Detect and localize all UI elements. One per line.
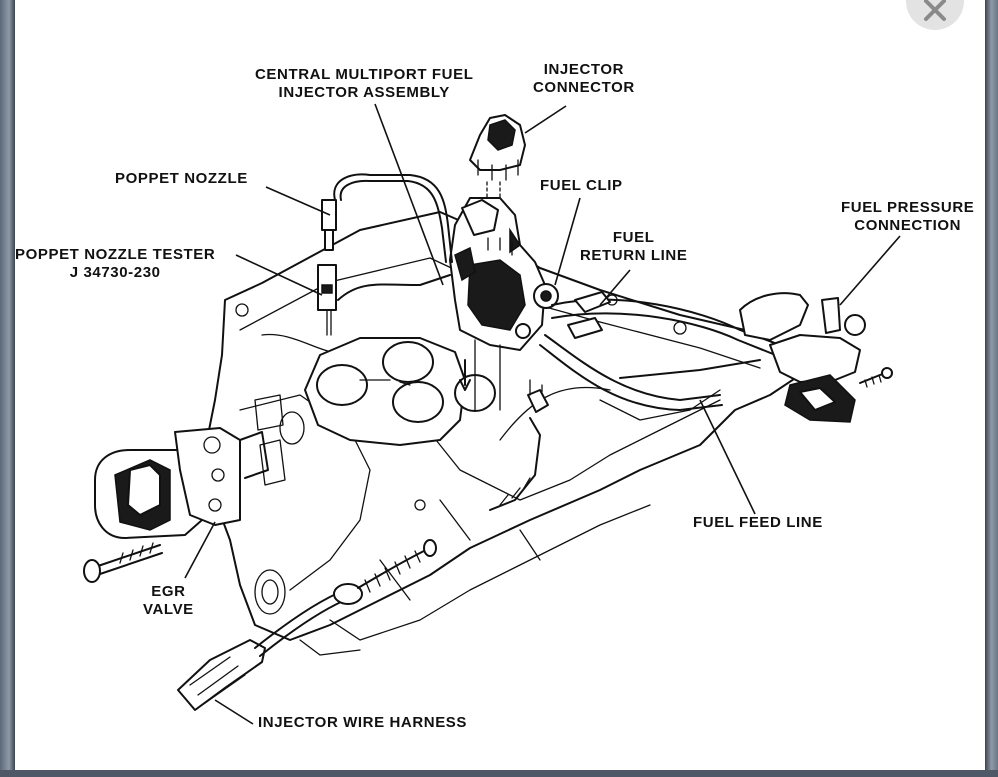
label-injector-connector: INJECTOR CONNECTOR: [533, 61, 635, 97]
egr-bolt: [83, 542, 163, 583]
label-fuel-return-line-2: RETURN LINE: [580, 247, 688, 264]
label-fuel-feed-line: FUEL FEED LINE: [693, 514, 823, 532]
label-poppet-tester-line-2: J 34730-230: [69, 264, 161, 281]
leader-lines: [184, 103, 901, 725]
label-central-line-2: INJECTOR ASSEMBLY: [278, 84, 450, 101]
label-poppet-nozzle: POPPET NOZZLE: [115, 170, 248, 188]
window-frame-left: [0, 0, 15, 777]
center-harness: [489, 379, 549, 511]
label-poppet-tester-line-1: POPPET NOZZLE TESTER: [15, 246, 216, 263]
label-fuel-pressure-line-2: CONNECTION: [854, 217, 962, 234]
label-poppet-nozzle-text: POPPET NOZZLE: [115, 170, 248, 187]
intake-manifold: [204, 211, 801, 656]
label-injector-connector-line-2: CONNECTOR: [533, 79, 635, 96]
window-frame-right: [985, 0, 998, 777]
label-fuel-clip-text: FUEL CLIP: [540, 177, 623, 194]
label-egr-valve: EGR VALVE: [143, 583, 194, 619]
central-injector-assembly: [449, 197, 559, 411]
label-central-injector-assembly: CENTRAL MULTIPORT FUEL INJECTOR ASSEMBLY: [255, 66, 473, 102]
label-egr-line-1: EGR: [151, 583, 186, 600]
label-central-line-1: CENTRAL MULTIPORT FUEL: [255, 66, 474, 83]
label-fuel-pressure-line-1: FUEL PRESSURE: [841, 199, 975, 216]
diagram-canvas: CENTRAL MULTIPORT FUEL INJECTOR ASSEMBLY…: [15, 0, 985, 770]
engine-intake-illustration: [83, 103, 901, 725]
label-poppet-nozzle-tester: POPPET NOZZLE TESTER J 34730-230: [15, 246, 215, 282]
label-injector-connector-line-1: INJECTOR: [543, 61, 625, 78]
window-frame-bottom: [0, 770, 998, 777]
wire-harness: [177, 539, 437, 711]
egr-valve: [94, 427, 269, 539]
injector-connector-plug: [469, 114, 526, 201]
label-egr-line-2: VALVE: [143, 601, 194, 618]
label-injector-wire-harness: INJECTOR WIRE HARNESS: [258, 714, 467, 732]
label-fuel-feed-line-text: FUEL FEED LINE: [693, 514, 823, 531]
poppet-nozzle-tester: [317, 173, 453, 336]
label-fuel-return-line: FUEL RETURN LINE: [580, 229, 687, 265]
label-injector-wire-harness-text: INJECTOR WIRE HARNESS: [258, 714, 468, 731]
label-fuel-return-line-1: FUEL: [612, 229, 655, 246]
label-fuel-pressure-connection: FUEL PRESSURE CONNECTION: [841, 199, 974, 235]
close-x-icon: [924, 0, 946, 21]
fuel-lines: [539, 291, 893, 423]
label-fuel-clip: FUEL CLIP: [540, 177, 623, 195]
